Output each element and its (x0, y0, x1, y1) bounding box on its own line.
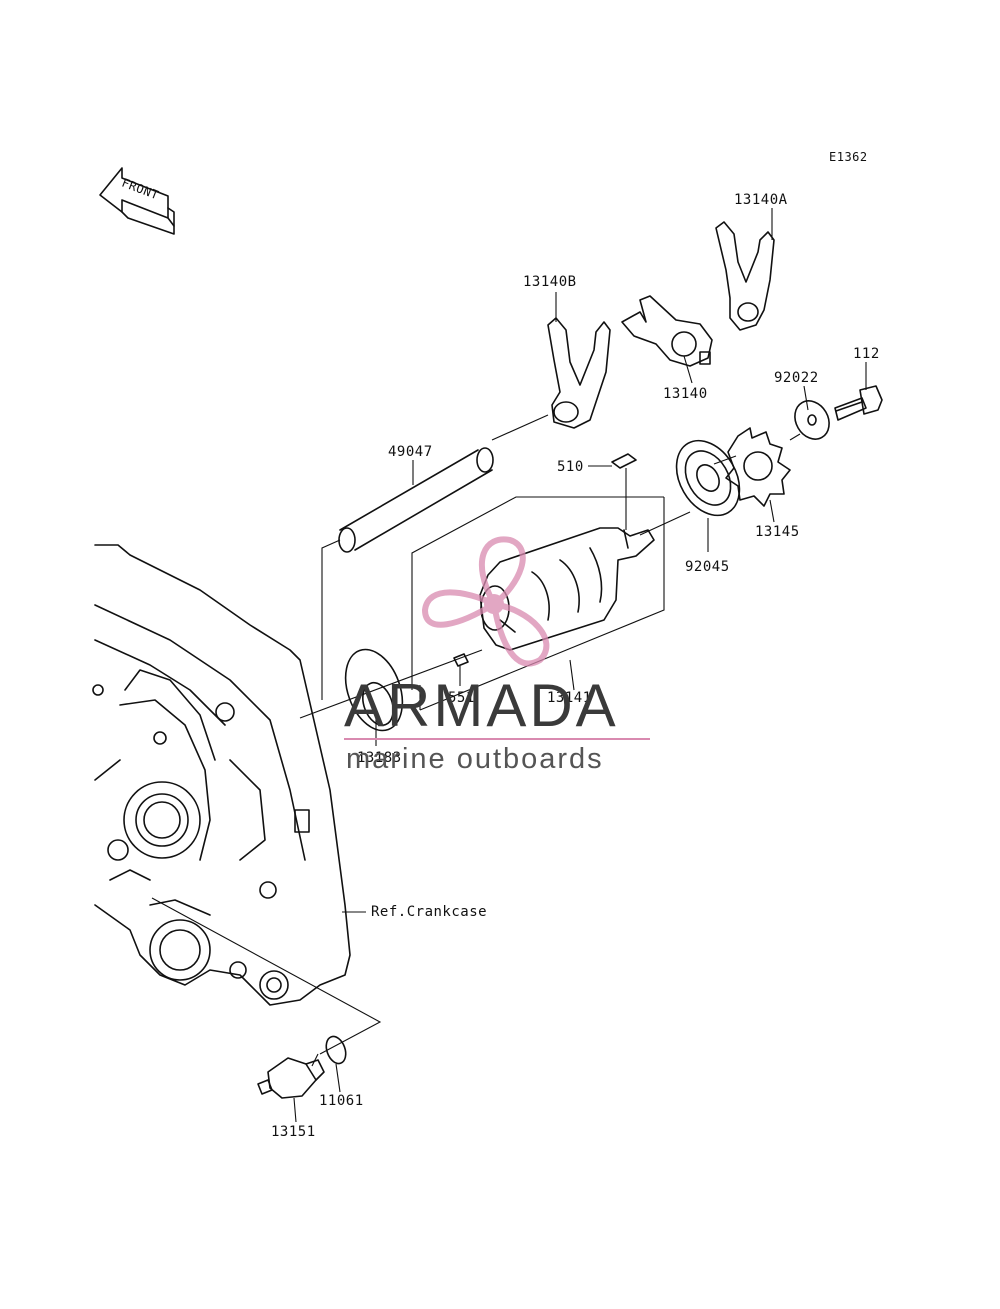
part-label-13183[interactable]: 13183 (357, 750, 402, 766)
ref-crankcase-label[interactable]: Ref.Crankcase (370, 904, 489, 920)
bearing-icon (675, 439, 741, 517)
watermark-brand: ARMADA (344, 672, 619, 739)
part-label-49047[interactable]: 49047 (387, 444, 434, 460)
shift-rod-icon (338, 447, 494, 553)
part-label-13140a[interactable]: 13140A (733, 192, 789, 208)
shift-fork-a-icon (715, 221, 775, 331)
diagram-code: E1362 (828, 150, 869, 164)
part-label-510[interactable]: 510 (556, 459, 585, 475)
watermark-logo-icon (421, 536, 550, 667)
washer-icon (794, 400, 830, 440)
part-label-13140b[interactable]: 13140B (522, 274, 578, 290)
part-label-13151[interactable]: 13151 (270, 1124, 317, 1140)
part-label-11061[interactable]: 11061 (318, 1093, 365, 1109)
part-label-13140[interactable]: 13140 (662, 386, 709, 402)
part-label-551[interactable]: 551 (448, 690, 475, 706)
part-label-13145[interactable]: 13145 (754, 524, 801, 540)
watermark-divider (344, 738, 650, 740)
bolt-icon (834, 385, 883, 421)
shift-fork-b-icon (547, 317, 611, 429)
part-label-112[interactable]: 112 (852, 346, 881, 362)
part-label-92022[interactable]: 92022 (773, 370, 820, 386)
part-label-13141[interactable]: 13141 (547, 690, 592, 706)
crankcase-icon (92, 544, 351, 1006)
part-label-92045[interactable]: 92045 (684, 559, 731, 575)
front-arrow-icon (99, 167, 175, 235)
shift-drum-cam-icon (725, 427, 791, 507)
watermark-tagline: marine outboards (346, 743, 604, 775)
gasket-icon (325, 1035, 347, 1065)
pin-icon (453, 653, 469, 667)
key-icon (611, 453, 637, 469)
neutral-switch-icon (257, 1057, 325, 1099)
shift-lever-icon (621, 295, 713, 367)
